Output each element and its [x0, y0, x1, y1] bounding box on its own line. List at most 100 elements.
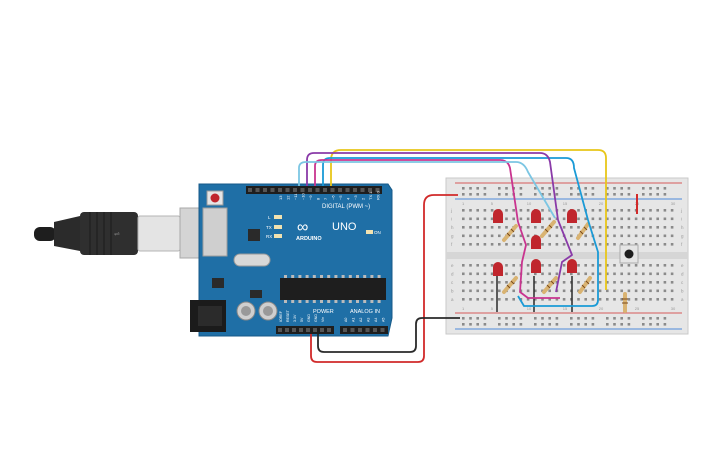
pushbutton-cap[interactable]: [624, 249, 634, 259]
wire-blue[interactable]: [517, 219, 599, 307]
column-number: 20: [599, 306, 604, 311]
row-letter: a: [451, 297, 454, 302]
column-number: 30: [671, 306, 676, 311]
wire-purple[interactable]: [306, 152, 559, 221]
column-number: 25: [635, 306, 640, 311]
header-pin[interactable]: [278, 328, 282, 332]
header-pin[interactable]: [293, 188, 297, 192]
led[interactable]: [531, 209, 541, 223]
header-pin[interactable]: [315, 188, 320, 192]
led[interactable]: [531, 259, 541, 273]
resistor[interactable]: [578, 276, 592, 294]
row-letter: b: [681, 289, 684, 294]
resistor[interactable]: [502, 224, 518, 242]
header-pin[interactable]: [263, 188, 267, 192]
wire-yellow[interactable]: [330, 149, 607, 290]
header-pin[interactable]: [248, 188, 252, 192]
power-pin-label: Vin: [321, 317, 325, 322]
header-pin[interactable]: [368, 188, 372, 192]
header-pin[interactable]: [380, 328, 385, 332]
header-pin[interactable]: [327, 328, 331, 332]
wire-red-5v[interactable]: [310, 194, 458, 363]
resistor[interactable]: [502, 276, 518, 294]
analog-pin-label: A4: [374, 318, 378, 322]
header-pin[interactable]: [285, 188, 290, 192]
header-pin[interactable]: [306, 328, 310, 332]
header-pin[interactable]: [320, 328, 324, 332]
header-pin[interactable]: [270, 188, 275, 192]
pin-label: 2: [361, 197, 366, 200]
analog-header: [340, 326, 388, 334]
header-pin[interactable]: [360, 188, 365, 192]
power-header-label: POWER: [313, 309, 334, 315]
wire-lightblue[interactable]: [298, 161, 556, 219]
pin-label: ~5: [338, 195, 343, 200]
column-number: 15: [563, 201, 568, 206]
led[interactable]: [567, 209, 577, 223]
header-pin[interactable]: [373, 328, 377, 332]
led[interactable]: [493, 209, 503, 223]
pin-label: 12: [286, 195, 291, 200]
analog-pin-label: A0: [344, 318, 348, 322]
header-pin[interactable]: [255, 188, 260, 192]
power-pin-label: GND: [307, 314, 311, 322]
wire-magenta[interactable]: [314, 159, 519, 223]
led[interactable]: [531, 235, 541, 249]
resistor[interactable]: [540, 220, 556, 238]
header-pin[interactable]: [308, 188, 312, 192]
header-pin[interactable]: [323, 188, 327, 192]
header-pin[interactable]: [365, 328, 370, 332]
header-pin[interactable]: [313, 328, 317, 332]
breadboard[interactable]: jjiihhggffeeddccbbaa11551010151520202525…: [445, 177, 689, 335]
column-number: 1: [462, 201, 465, 206]
header-pin[interactable]: [330, 188, 335, 192]
header-pin[interactable]: [278, 188, 282, 192]
wire-magenta[interactable]: [517, 221, 560, 299]
column-number: 10: [527, 201, 532, 206]
header-pin[interactable]: [300, 188, 305, 192]
reset-button-cap[interactable]: [210, 193, 220, 203]
power-pin-label: RESET: [286, 309, 290, 322]
header-pin[interactable]: [343, 328, 347, 332]
led[interactable]: [567, 259, 577, 273]
digital-header-label: DIGITAL (PWM ~): [322, 204, 370, 210]
header-pin[interactable]: [338, 188, 342, 192]
resistor[interactable]: [576, 222, 590, 240]
header-pin[interactable]: [299, 328, 303, 332]
power-pin-label: GND: [314, 314, 318, 322]
analog-header-label: ANALOG IN: [350, 309, 380, 315]
column-number: 30: [671, 201, 676, 206]
row-letter: e: [681, 263, 684, 268]
header-pin[interactable]: [353, 188, 357, 192]
row-letter: j: [680, 208, 682, 213]
led-tx: [274, 225, 282, 229]
usb-cable[interactable]: ⇌: [34, 207, 227, 259]
wires: [298, 149, 607, 363]
column-number: 15: [563, 306, 568, 311]
resistor[interactable]: [542, 276, 558, 294]
header-pin[interactable]: [345, 188, 350, 192]
row-letter: g: [451, 234, 454, 239]
column-number: 20: [599, 201, 604, 206]
row-letter: f: [451, 242, 453, 247]
header-pin[interactable]: [292, 328, 296, 332]
header-pin[interactable]: [358, 328, 362, 332]
pin-label: ~11: [293, 193, 298, 200]
wire-black-gnd[interactable]: [317, 317, 460, 353]
power-pin-label: 3.3V: [293, 314, 297, 322]
row-letter: h: [451, 225, 454, 230]
wire-purple[interactable]: [555, 219, 573, 293]
breadboard-holes: [462, 187, 674, 326]
header-pin[interactable]: [375, 188, 380, 192]
cable-end: [34, 227, 56, 241]
row-letter: h: [681, 225, 684, 230]
pin-label: 8: [316, 197, 321, 200]
led-l-label: L: [268, 215, 271, 220]
led[interactable]: [493, 262, 503, 276]
led-tx-label: TX: [266, 225, 272, 230]
column-number: 1: [462, 306, 465, 311]
header-pin[interactable]: [350, 328, 355, 332]
header-pin[interactable]: [285, 328, 289, 332]
